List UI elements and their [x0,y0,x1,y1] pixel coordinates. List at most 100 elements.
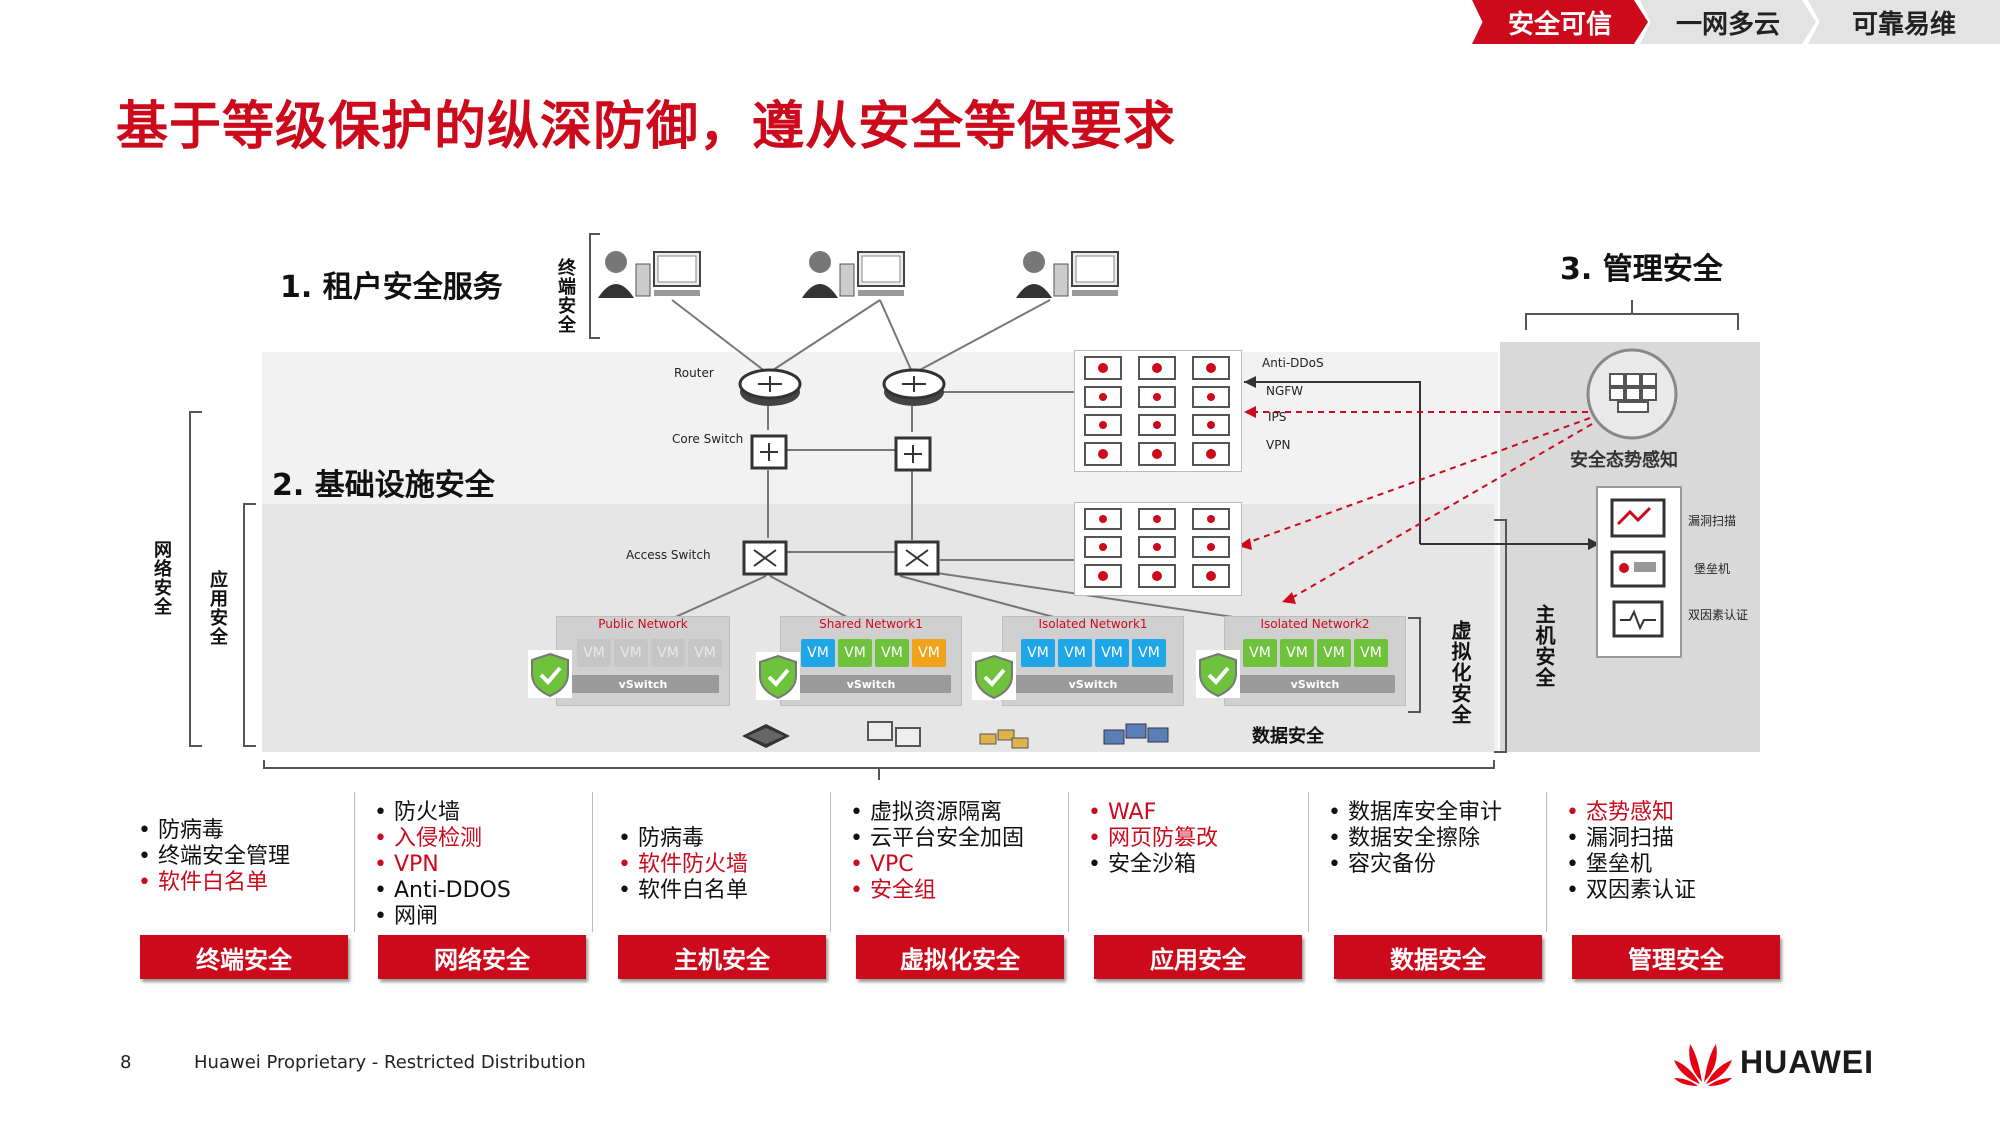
user-pc-icon [1016,251,1119,298]
shield-check-icon [972,652,1016,700]
page-number: 8 [120,1052,132,1073]
bullet-item: 软件白名单 [138,870,290,896]
vm: VM [801,639,835,667]
nav-tab-label: 安全可信 [1507,9,1612,40]
label-endpoint-security: 终端安全 [555,258,576,334]
category-application-button[interactable]: 应用安全 [1094,935,1302,979]
huawei-logo-icon [1674,1044,1732,1086]
huawei-logo-text: HUAWEI [1740,1044,1874,1080]
vm: VM [651,639,685,667]
vm: VM [614,639,648,667]
column-virtualization-bullets: 虚拟资源隔离 云平台安全加固 VPC 安全组 [850,800,1024,904]
firewall-array-icon [1084,356,1230,466]
storage-array-icon [742,724,790,748]
network-label: Public Network [598,617,688,631]
column-divider [830,792,831,932]
network-label: Shared Network1 [819,617,923,631]
nav-tab-multicloud[interactable]: 一网多云 [1640,0,1816,44]
bullet-item: 堡垒机 [1566,852,1696,878]
mgmt-item-vuln-scan: 漏洞扫描 [1688,514,1737,528]
bullet-item: 网页防篡改 [1088,826,1218,852]
core-switch-label: Core Switch [672,432,744,446]
bullet-item: 安全沙箱 [1088,852,1218,878]
column-management-bullets: 态势感知 漏洞扫描 堡垒机 双因素认证 [1566,800,1696,904]
fw-label-ngfw: NGFW [1266,384,1304,398]
bullet-item: VPC [850,852,1024,878]
data-security-label: 数据安全 [1252,726,1324,747]
column-data-bullets: 数据库安全审计 数据安全擦除 容灾备份 [1328,800,1502,878]
bullet-item: 软件防火墙 [618,852,748,878]
situation-awareness-icon [1586,348,1678,440]
section-infra: 2. 基础设施安全 [272,468,495,503]
nav-tab-reliable[interactable]: 可靠易维 [1808,0,2000,44]
bullet-item: 网闸 [374,904,511,930]
column-divider [1546,792,1547,932]
network-isolated2: Isolated Network2 VM VM VM VM vSwitch [1224,616,1406,706]
column-endpoint-bullets: 防病毒 终端安全管理 软件白名单 [138,818,290,896]
bullet-item: 安全组 [850,878,1024,904]
user-pc-icon [598,251,701,298]
bullet-item: 云平台安全加固 [850,826,1024,852]
mgmt-tools-icons [1610,498,1666,638]
category-virtualization-button[interactable]: 虚拟化安全 [856,935,1064,979]
bullet-item: Anti-DDOS [374,878,511,904]
category-management-button[interactable]: 管理安全 [1572,935,1780,979]
bullet-item: 态势感知 [1566,800,1696,826]
column-network-bullets: 防火墙 入侵检测 VPN Anti-DDOS 网闸 [374,800,511,930]
category-endpoint-button[interactable]: 终端安全 [140,935,348,979]
fw-label-vpn: VPN [1266,438,1291,452]
category-data-button[interactable]: 数据安全 [1334,935,1542,979]
bullet-item: 漏洞扫描 [1566,826,1696,852]
nav-tab-trusted[interactable]: 安全可信 [1472,0,1648,44]
user-pc-icon [802,251,905,298]
vm: VM [1021,639,1055,667]
vm: VM [1354,639,1388,667]
server-icon [867,721,921,747]
vswitch-bar: vSwitch [791,675,951,693]
vm: VM [577,639,611,667]
column-divider [354,792,355,932]
router-icon [882,368,946,406]
bullet-item: 双因素认证 [1566,878,1696,904]
bullet-item: 入侵检测 [374,826,511,852]
bullet-item: 软件白名单 [618,878,748,904]
column-host-bullets: 防病毒 软件防火墙 软件白名单 [618,826,748,904]
column-divider [1068,792,1069,932]
label-virtualization-security: 虚拟化安全 [1448,620,1472,725]
vm: VM [838,639,872,667]
footer-text: Huawei Proprietary - Restricted Distribu… [194,1052,586,1073]
section-tenant: 1. 租户安全服务 [280,270,503,305]
vm: VM [1243,639,1277,667]
column-divider [592,792,593,932]
label-application-security: 应用安全 [207,570,228,646]
mgmt-item-2fa: 双因素认证 [1688,608,1749,622]
bullet-item: 数据安全擦除 [1328,826,1502,852]
label-host-security: 主机安全 [1532,604,1556,688]
bullet-item: 数据库安全审计 [1328,800,1502,826]
bullet-item: WAF [1088,800,1218,826]
category-network-button[interactable]: 网络安全 [378,935,586,979]
router-label: Router [674,366,714,380]
mgmt-item-bastion: 堡垒机 [1694,562,1731,576]
category-host-button[interactable]: 主机安全 [618,935,826,979]
network-shared1: Shared Network1 VM VM VM VM vSwitch [780,616,962,706]
bullet-item: VPN [374,852,511,878]
vm: VM [1317,639,1351,667]
bullet-item: 终端安全管理 [138,844,290,870]
section-mgmt: 3. 管理安全 [1560,252,1723,287]
core-switch-icon [750,434,788,470]
disk-icon [979,729,1029,749]
bullet-item: 虚拟资源隔离 [850,800,1024,826]
network-label: Isolated Network1 [1038,617,1148,631]
column-divider [1308,792,1309,932]
network-isolated1: Isolated Network1 VM VM VM VM vSwitch [1002,616,1184,706]
fw-label-antiddos: Anti-DDoS [1262,356,1324,370]
nav-tab-label: 一网多云 [1675,9,1780,40]
firewall-array-icon [1084,508,1230,588]
label-network-security: 网络安全 [151,540,172,616]
router-icon [738,368,802,406]
nav-tab-label: 可靠易维 [1851,9,1956,40]
bullet-item: 容灾备份 [1328,852,1502,878]
page-title: 基于等级保护的纵深防御，遵从安全等保要求 [116,97,1177,157]
